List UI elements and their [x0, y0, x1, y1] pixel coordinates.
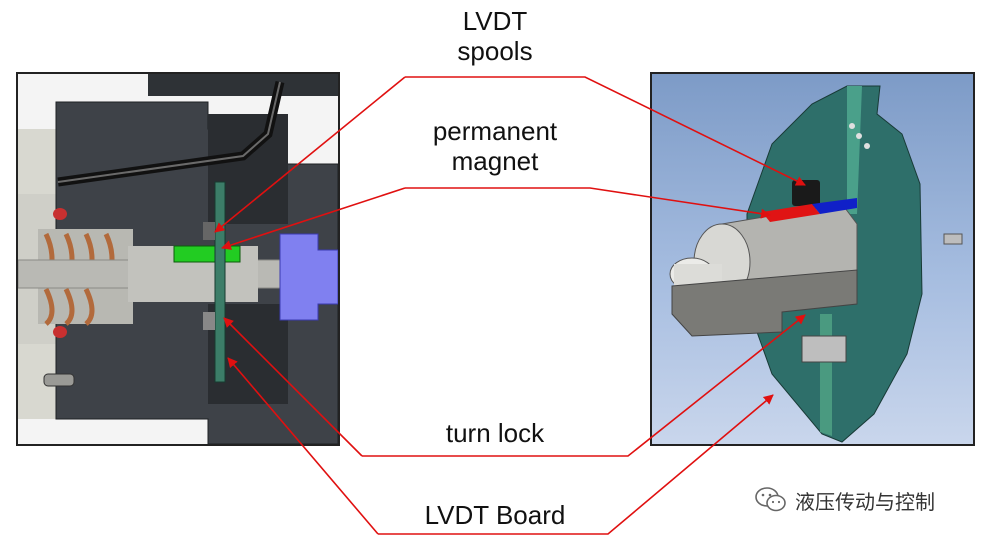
- turn-lock-label: turn lock: [445, 418, 545, 448]
- lvdt-spools-label-line1: LVDT: [462, 6, 528, 36]
- magnet-blue: [812, 198, 857, 214]
- lvdt-board: [214, 181, 226, 383]
- spool-upper: [203, 222, 215, 240]
- permanent-magnet-label-line2: magnet: [451, 146, 539, 176]
- magnet-red: [762, 204, 820, 222]
- cross-section-drawing: [16, 72, 340, 446]
- permanent-magnet-label: permanent magnet: [405, 116, 585, 176]
- wechat-icon: [755, 487, 786, 512]
- screw-2: [856, 133, 862, 139]
- turn-lock-block: [801, 335, 847, 363]
- seal-lower: [53, 326, 67, 338]
- cross-section-svg: [18, 74, 338, 444]
- cutaway-render: [650, 72, 975, 446]
- top-housing-strip: [148, 74, 338, 96]
- cutaway-svg: [669, 85, 963, 443]
- lvdt-spools-label-line2: spools: [457, 36, 533, 66]
- spool-lower: [203, 312, 215, 330]
- watermark-text: 液压传动与控制: [795, 489, 935, 514]
- lvdt-spools-label: LVDT spools: [430, 6, 560, 66]
- seal-upper: [53, 208, 67, 220]
- spool-block: [792, 180, 820, 206]
- permanent-magnet: [173, 245, 241, 263]
- side-bolt: [943, 233, 963, 245]
- lvdt-board-label: LVDT Board: [424, 500, 566, 530]
- screw-1: [849, 123, 855, 129]
- board-edge-upper: [847, 86, 862, 214]
- pin: [43, 373, 75, 387]
- permanent-magnet-label-line1: permanent: [432, 116, 558, 146]
- board-edge-lower: [820, 314, 832, 436]
- screw-3: [864, 143, 870, 149]
- watermark: 液压传动与控制: [755, 482, 985, 518]
- shaft-stub-body: [674, 264, 722, 286]
